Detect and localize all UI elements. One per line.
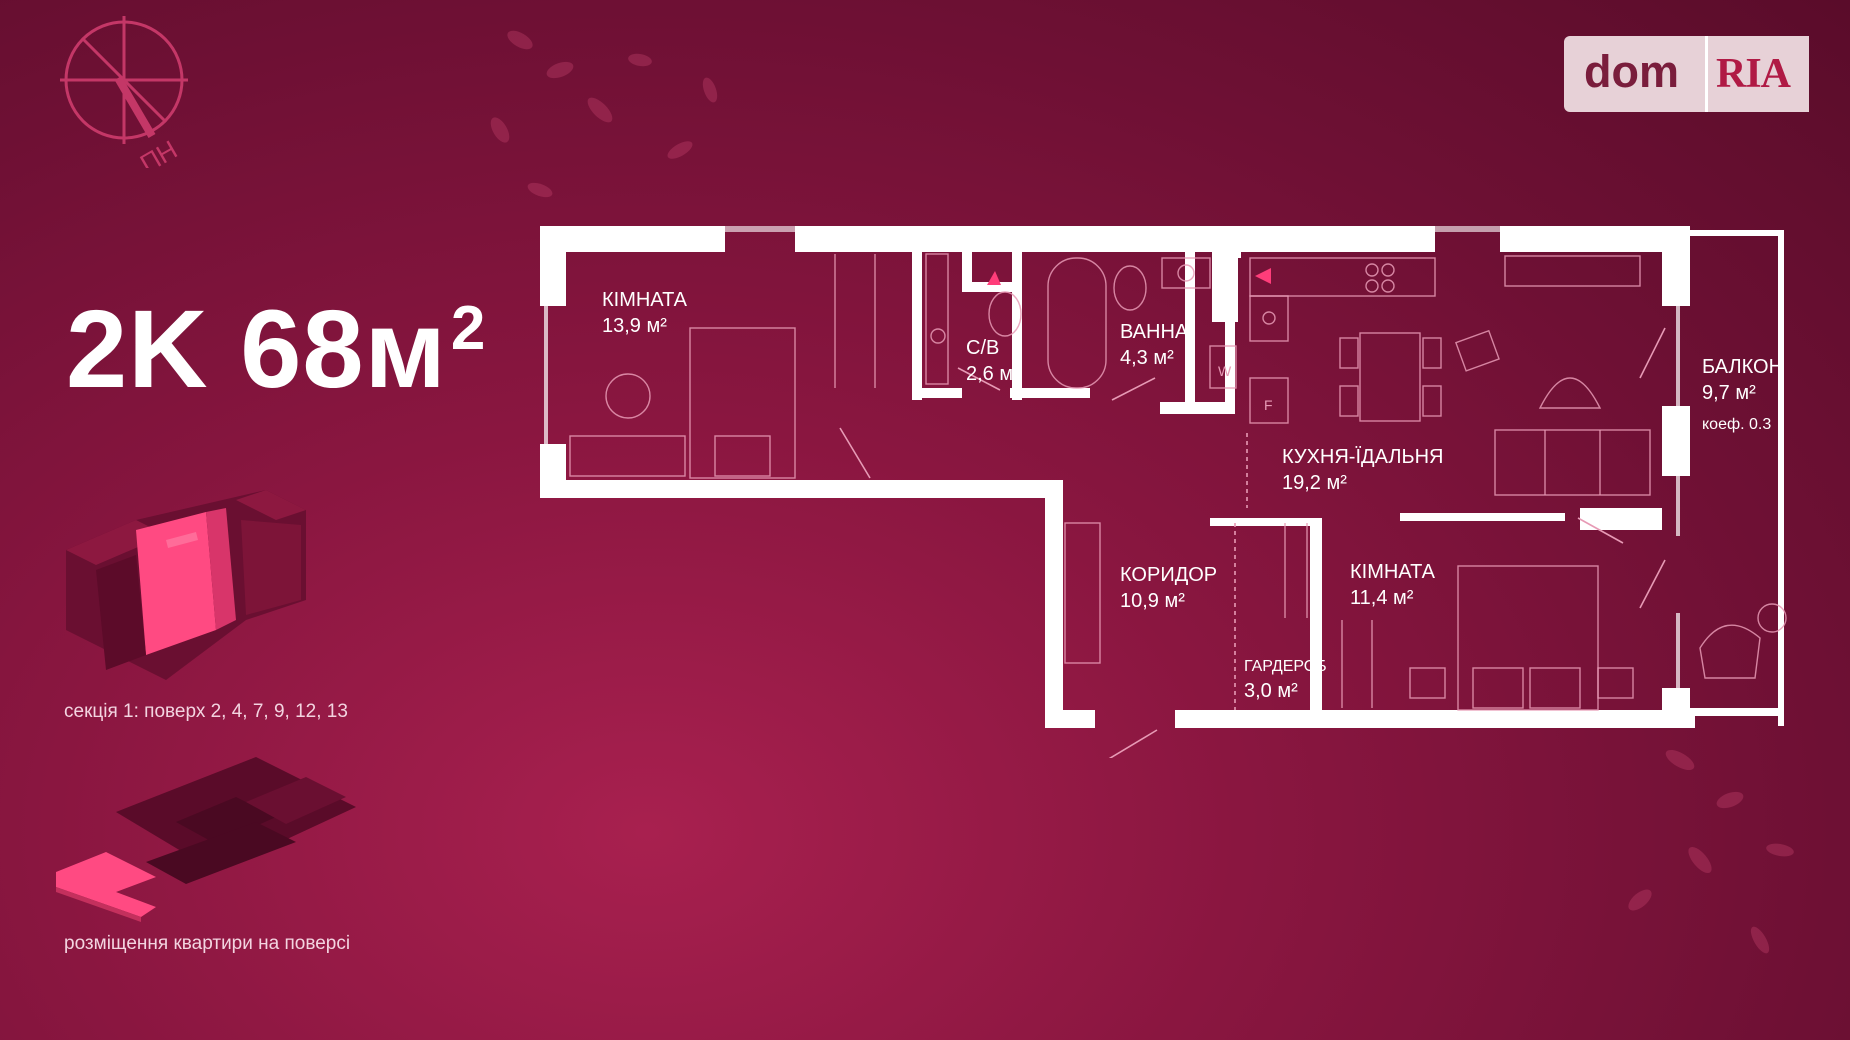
floor-plan: W F КІМНАТА 13,9 м² С/В 2,6 м² ВАННА 4,3… [540,226,1787,758]
balcony-coef: коеф. 0.3 [1702,416,1771,433]
walls [540,226,1784,728]
domria-logo[interactable]: dom RIA [1564,36,1809,112]
compass-label: ПН [135,134,182,168]
logo-ria-text: RIA [1716,51,1791,97]
kitchen-name: КУХНЯ-ЇДАЛЬНЯ [1282,446,1443,468]
entry-marker-kitchen [1255,268,1271,284]
wardrobe-name: ГАРДЕРОБ [1244,658,1327,675]
balcony-name: БАЛКОН [1702,356,1783,378]
balcony-area: 9,7 м² [1702,382,1756,404]
room1-area: 13,9 м² [602,315,667,337]
building-section-icon [66,490,306,680]
room1-name: КІМНАТА [602,289,688,311]
bath-name: ВАННА [1120,321,1189,343]
logo-divider [1705,36,1708,112]
room2-area: 11,4 м² [1350,587,1414,609]
furniture [569,253,1787,711]
wardrobe-area: 3,0 м² [1244,680,1298,702]
apartment-area: 68м [240,288,447,411]
kitchen-area: 19,2 м² [1282,472,1347,494]
compass-icon: ПН [58,8,198,179]
wc-name: С/В [966,337,999,359]
apartment-area-sup: 2 [450,294,487,363]
section-floors-text: секція 1: поверх 2, 4, 7, 9, 12, 13 [64,701,348,722]
room2-name: КІМНАТА [1350,561,1436,583]
logo-dom-text: dom [1584,46,1679,97]
apartment-type: 2K [66,288,209,411]
fridge-label: F [1264,397,1273,413]
washer-label: W [1218,363,1232,379]
corridor-name: КОРИДОР [1120,564,1217,586]
bath-area: 4,3 м² [1120,347,1174,369]
door-swings [839,327,1666,758]
entry-marker-wc [987,271,1001,285]
floor-placement-icon [56,757,356,922]
corridor-area: 10,9 м² [1120,590,1185,612]
room-labels: КІМНАТА 13,9 м² С/В 2,6 м² ВАННА 4,3 м² … [602,289,1783,702]
wc-area: 2,6 м² [966,363,1020,385]
floor-placement-text: розміщення квартири на поверсі [64,933,351,954]
apartment-title: 2K 68м2 [66,295,486,405]
